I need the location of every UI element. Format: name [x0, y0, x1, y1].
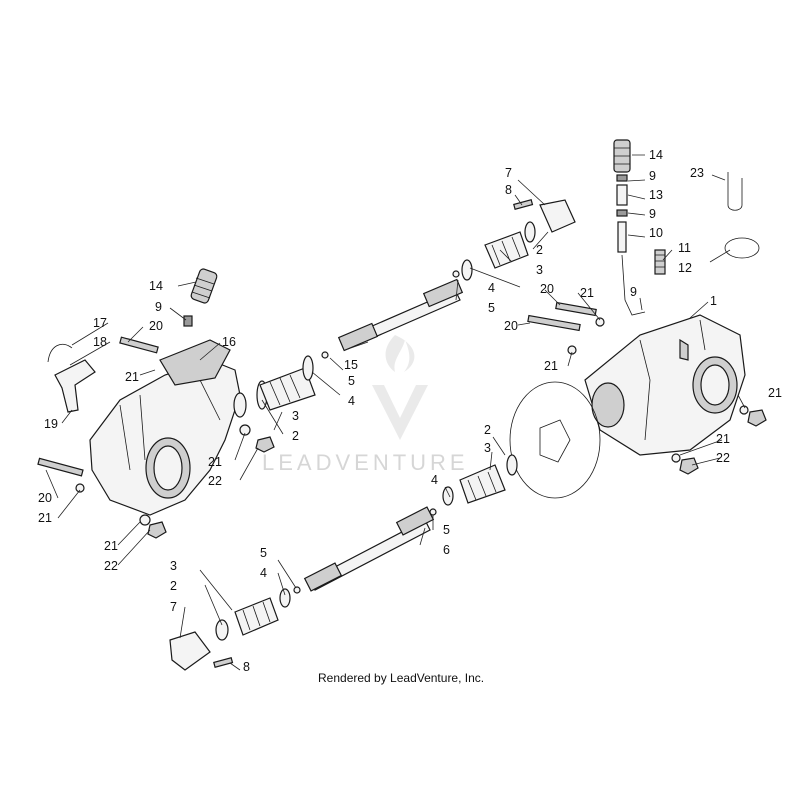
callout-5-upper-left: 5	[348, 374, 355, 388]
callout-2-lower-right: 2	[484, 423, 491, 437]
callout-20-right-top: 20	[540, 282, 554, 296]
callout-22-left-mid: 22	[208, 474, 222, 488]
callout-21-left-lower: 21	[38, 511, 52, 525]
callout-5-upper-right: 5	[488, 301, 495, 315]
callout-18: 18	[93, 335, 107, 349]
callout-21-left-bottom: 21	[104, 539, 118, 553]
callout-11: 11	[678, 241, 691, 255]
callout-21-left-mid: 21	[208, 455, 222, 469]
right-small-parts	[654, 172, 760, 275]
right-bolts	[527, 301, 767, 475]
callout-labels: 1 2 2 2 2 3 3 3 3 4 4 4 4 5 5 5 5 6 7 7 …	[38, 148, 782, 674]
callout-7-upper: 7	[505, 166, 512, 180]
callout-4-upper-left: 4	[348, 394, 355, 408]
left-bolts	[37, 336, 275, 539]
lower-axle-left	[169, 586, 301, 671]
callout-23: 23	[690, 166, 704, 180]
left-gear-case	[89, 339, 241, 516]
upper-axle-right	[452, 199, 576, 281]
upper-axle-left	[233, 351, 329, 418]
callout-13: 13	[649, 188, 663, 202]
callout-20-left-top: 20	[149, 319, 163, 333]
callout-5-lower-right: 5	[443, 523, 450, 537]
callout-4-lower-right: 4	[431, 473, 438, 487]
callout-14-left: 14	[149, 279, 163, 293]
callout-21-right-mid: 21	[544, 359, 558, 373]
right-differential-housing	[584, 314, 746, 456]
watermark-text: LEADVENTURE	[262, 450, 469, 475]
callout-2-upper-right: 2	[536, 243, 543, 257]
callout-9-mid: 9	[649, 207, 656, 221]
watermark-logo	[372, 335, 428, 440]
callout-6: 6	[443, 543, 450, 557]
callout-4-lower-left: 4	[260, 566, 267, 580]
callout-20-left-lower: 20	[38, 491, 52, 505]
callout-21-right-lower: 21	[716, 432, 730, 446]
callout-14-right: 14	[649, 148, 663, 162]
callout-9-left: 9	[155, 300, 162, 314]
callout-19: 19	[44, 417, 58, 431]
callout-4-upper-right: 4	[488, 281, 495, 295]
callout-10: 10	[649, 226, 663, 240]
callout-21-far-right: 21	[768, 386, 782, 400]
callout-9-hose: 9	[630, 285, 637, 299]
callout-3-lower-left: 3	[170, 559, 177, 573]
callout-7-lower: 7	[170, 600, 177, 614]
callout-12: 12	[678, 261, 692, 275]
brake-disc	[509, 381, 601, 499]
upper-drive-shaft	[337, 278, 464, 352]
callout-3-upper-right: 3	[536, 263, 543, 277]
callout-3-upper-left: 3	[292, 409, 299, 423]
callout-5-lower-left: 5	[260, 546, 267, 560]
callout-2-upper-left: 2	[292, 429, 299, 443]
callout-21-left-upper: 21	[125, 370, 139, 384]
callout-20-right-lower: 20	[504, 319, 518, 333]
shift-lever-bracket	[47, 344, 96, 413]
callout-22-left-bottom: 22	[104, 559, 118, 573]
callout-22-right: 22	[716, 451, 730, 465]
render-credit: Rendered by LeadVenture, Inc.	[318, 671, 484, 685]
callout-3-lower-right: 3	[484, 441, 491, 455]
callout-8-lower: 8	[243, 660, 250, 674]
callout-1: 1	[710, 294, 717, 308]
vent-hose	[613, 139, 646, 316]
callout-16: 16	[222, 335, 236, 349]
callout-9-top: 9	[649, 169, 656, 183]
callout-15: 15	[344, 358, 358, 372]
callout-8-upper: 8	[505, 183, 512, 197]
left-spring	[183, 268, 218, 327]
lower-drive-shaft	[303, 506, 435, 592]
callout-2-lower-left: 2	[170, 579, 177, 593]
leader-lines	[45, 154, 746, 671]
callout-21-right-top: 21	[580, 286, 594, 300]
lower-axle-right	[429, 454, 518, 516]
callout-17: 17	[93, 316, 107, 330]
